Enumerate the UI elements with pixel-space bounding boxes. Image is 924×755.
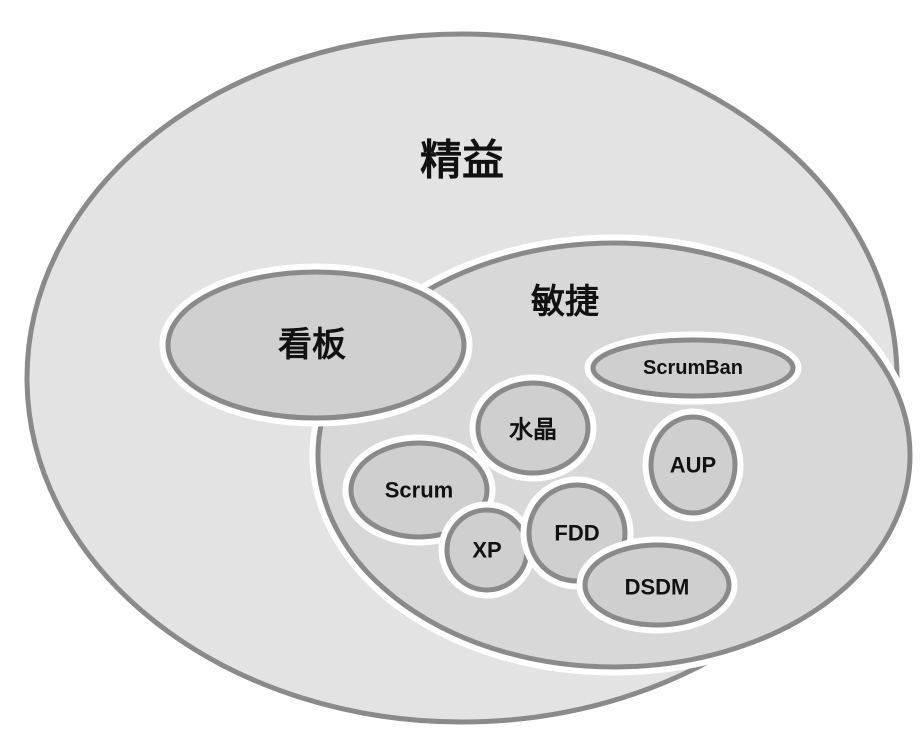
- scrumban-label: ScrumBan: [643, 357, 743, 379]
- agile-label: 敏捷: [531, 283, 599, 321]
- dsdm-label: DSDM: [625, 575, 690, 600]
- kanban-label: 看板: [278, 326, 346, 364]
- scrumban-ellipse: ScrumBan: [584, 331, 802, 405]
- kanban-ellipse: 看板: [159, 263, 473, 427]
- dsdm-ellipse: DSDM: [576, 536, 738, 634]
- scrum-label: Scrum: [385, 478, 453, 503]
- scrum-ellipse: Scrum: [342, 434, 496, 546]
- xp-label: XP: [472, 538, 501, 563]
- crystal-label: 水晶: [509, 417, 557, 444]
- lean-label: 精益: [420, 137, 504, 184]
- crystal-ellipse: 水晶: [469, 374, 597, 482]
- fdd-label: FDD: [554, 521, 599, 546]
- xp-ellipse: XP: [438, 501, 536, 599]
- aup-label: AUP: [670, 453, 716, 478]
- aup-ellipse: AUP: [642, 408, 744, 522]
